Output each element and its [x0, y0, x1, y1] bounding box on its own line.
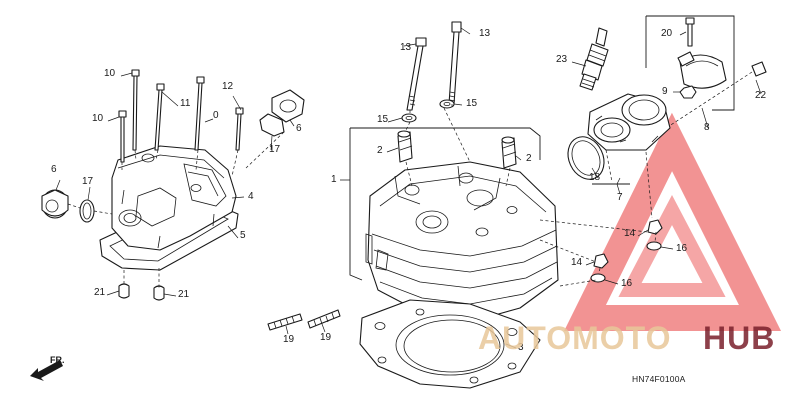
callout-15: 15 — [377, 114, 389, 125]
callout-18: 18 — [589, 172, 601, 183]
front-arrow-icon: FR. — [30, 355, 65, 381]
head-gasket — [359, 299, 541, 389]
nut-14-upper — [647, 219, 663, 235]
callout-3: 3 — [518, 342, 524, 353]
bolt-11 — [156, 83, 165, 91]
callout-6: 6 — [296, 123, 302, 134]
callout-17: 17 — [82, 176, 94, 187]
washer-16-upper — [646, 241, 662, 251]
callout-20: 20 — [661, 28, 673, 39]
watermark-logo: AUTOMOTO HUB — [478, 320, 775, 356]
callout-7: 7 — [617, 192, 623, 203]
head-group-bracket — [350, 127, 541, 160]
screw-20 — [685, 17, 695, 25]
callout-1: 1 — [331, 174, 337, 185]
washer-15-left — [401, 113, 417, 123]
bolt-10-upper — [131, 69, 140, 77]
callout-0: 0 — [213, 110, 219, 121]
callout-16: 16 — [621, 278, 633, 289]
callout-4: 4 — [248, 191, 254, 202]
callout-11: 11 — [180, 98, 191, 109]
bolt-10-right — [235, 107, 244, 115]
callout-13: 13 — [479, 28, 491, 39]
dowel-21-left — [118, 283, 130, 299]
callout-5: 5 — [240, 230, 246, 241]
callout-13: 13 — [400, 42, 412, 53]
dowel-21-right — [153, 285, 165, 301]
clamp-group-bracket — [646, 15, 735, 111]
front-direction-label: FR. — [50, 355, 65, 365]
head-cover — [111, 145, 237, 251]
intake-pipe-mouth — [621, 94, 667, 126]
callout-9: 9 — [662, 86, 668, 97]
stud-19-right — [307, 309, 341, 329]
studs-19 — [267, 309, 341, 335]
callout-15: 15 — [466, 98, 478, 109]
stud-19-left — [267, 313, 303, 331]
callout-14: 14 — [571, 257, 583, 268]
watermark-text-hub: HUB — [703, 320, 775, 356]
tappet-cap-right — [271, 89, 305, 123]
watermark-text-automoto: AUTOMOTO — [478, 320, 671, 356]
watermark-triangle-icon — [564, 112, 782, 331]
callout-14: 14 — [624, 228, 636, 239]
callout-10: 10 — [92, 113, 104, 124]
stud-13-left — [415, 37, 427, 47]
callout-19: 19 — [320, 332, 332, 343]
callout-6: 6 — [51, 164, 57, 175]
nut-9 — [679, 85, 697, 99]
head-cover-assembly — [41, 69, 305, 301]
spark-plug-23 — [571, 27, 609, 91]
callout-10: 10 — [104, 68, 116, 79]
callout-2: 2 — [377, 145, 383, 156]
callout-12: 12 — [222, 81, 234, 92]
cylinder-head-assembly — [340, 21, 559, 323]
callout-17: 17 — [269, 144, 281, 155]
bolt-22 — [751, 61, 767, 77]
bolt-10-lower — [118, 110, 127, 118]
callout-16: 16 — [676, 243, 688, 254]
callout-23: 23 — [556, 54, 568, 65]
nut-14-lower — [593, 253, 609, 269]
callout-21: 21 — [94, 287, 106, 298]
callout-19: 19 — [283, 334, 295, 345]
diagram-code: HN74F0100A — [632, 374, 686, 384]
callout-21: 21 — [178, 289, 190, 300]
intake-assembly — [539, 15, 767, 287]
callout-8: 8 — [704, 122, 710, 133]
bolt-12 — [196, 76, 205, 84]
callout-2: 2 — [526, 153, 532, 164]
callout-22: 22 — [755, 90, 767, 101]
stud-13-right — [451, 21, 462, 33]
